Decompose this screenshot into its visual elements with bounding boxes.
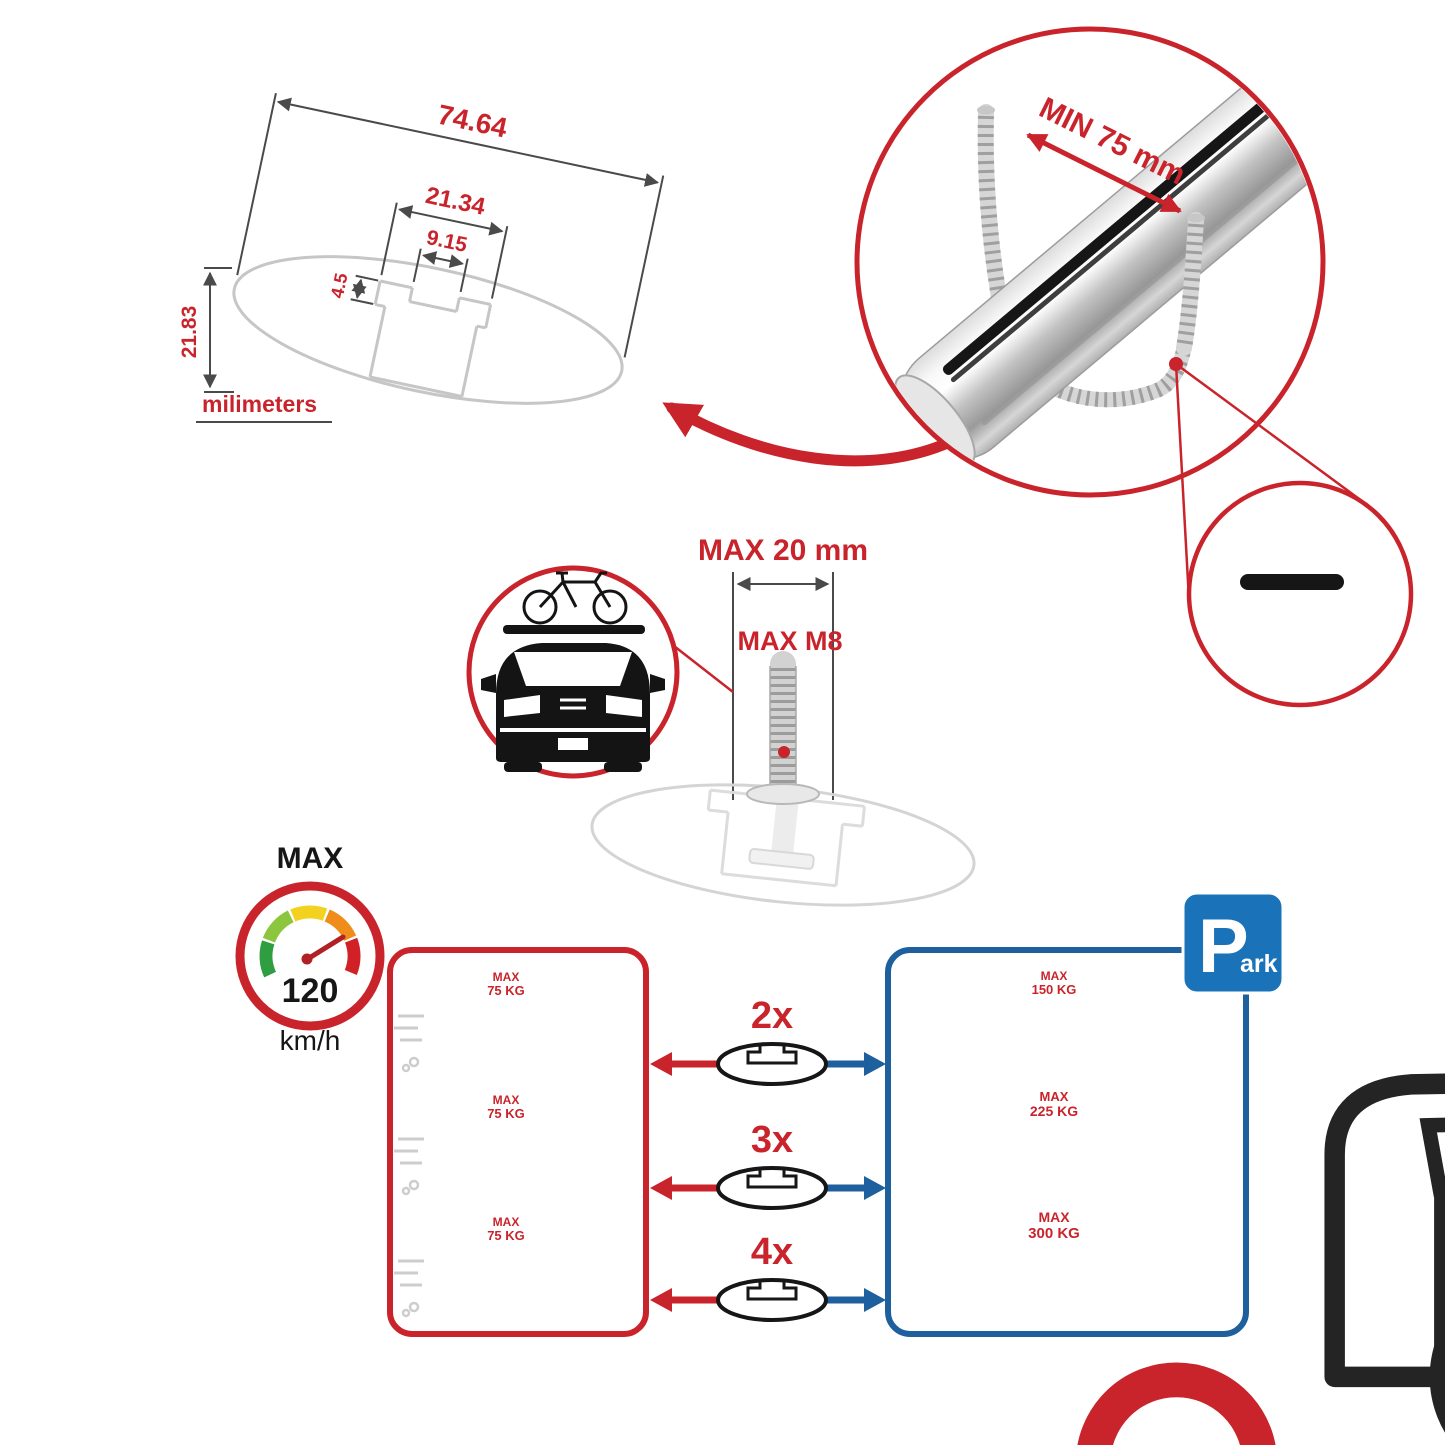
bolt-max-width-label: MAX 20 mm	[698, 534, 868, 567]
speed-value: 120	[282, 972, 339, 1010]
detail-circle-rim	[854, 26, 1326, 498]
min-clamp-arrow	[1026, 132, 1182, 214]
car-front-icon	[481, 625, 665, 772]
left-arrowhead	[650, 1288, 672, 1312]
car-with-cargo: MAX 225 KG	[1030, 1089, 1078, 1119]
bar-count-label: 3x	[751, 1119, 793, 1161]
left-arrowhead	[650, 1176, 672, 1200]
bar-count-row: 4x	[650, 1231, 886, 1322]
u-bolt-front	[1176, 212, 1205, 356]
right-arrowhead	[864, 1288, 886, 1312]
park-sign-suffix: ark	[1240, 950, 1278, 978]
bolt-dimension-diagram: MAX 20 mm MAX M8	[590, 534, 976, 907]
cargo-max-label: MAX	[493, 970, 520, 984]
cargo-bag-icon	[536, 1378, 1445, 1445]
cargo-max-label: MAX	[1040, 1089, 1069, 1104]
bicycle-icon	[522, 571, 628, 625]
car-with-cargo: MAX 300 KG	[1028, 1209, 1080, 1242]
roof-box-icon	[1240, 574, 1344, 590]
car-with-cargo: MAX 75 KG	[394, 1093, 525, 1196]
gauge-needle	[303, 934, 346, 963]
units-label: milimeters	[202, 391, 317, 417]
car-with-cargo: MAX 75 KG	[394, 970, 1445, 1445]
callout-lines	[1174, 362, 1367, 601]
crossbar-detail-circle: MIN 75 mm	[854, 26, 1326, 498]
profile-channel	[368, 279, 493, 398]
cargo-max-label: MAX	[1038, 1209, 1070, 1225]
driving-load-panel: MAX 75 KG MAX 75 KG MAX 75 KG	[387, 947, 1445, 1445]
bolt-width-extensions	[732, 572, 834, 800]
bar-count-label: 2x	[751, 995, 793, 1037]
speed-unit: km/h	[280, 1025, 341, 1056]
cargo-weight-label: 75 KG	[487, 1106, 525, 1121]
dim-slot-width-extensions	[412, 248, 469, 293]
zoom-arrow	[662, 402, 956, 467]
right-arrowhead	[864, 1052, 886, 1076]
dim-channel-width-extensions	[380, 202, 509, 299]
threaded-bolt-icon	[746, 651, 820, 805]
car-circle-leader	[673, 645, 734, 693]
right-arrowhead	[864, 1176, 886, 1200]
bolt-point-dot	[778, 746, 790, 758]
cargo-weight-label: 300 KG	[1028, 1225, 1080, 1242]
cargo-max-label: MAX	[1041, 969, 1068, 983]
left-arrowhead	[650, 1052, 672, 1076]
bolt-thread-label: MAX M8	[737, 626, 842, 656]
dim-slot-width-label: 9.15	[424, 226, 469, 257]
bar-count-row: 2x	[650, 995, 886, 1086]
car-with-cargo: MAX 150 KG	[1032, 969, 1445, 1445]
dim-slot-width-arrow	[422, 251, 464, 268]
cargo-weight-label: 75 KG	[487, 1228, 525, 1243]
gauge-needle-hub	[301, 953, 313, 965]
suv-roofbox-circle	[1186, 480, 1445, 1445]
bolt-lower-shank	[770, 799, 799, 858]
gauge-arcs	[259, 905, 361, 978]
dim-step-height-arrow	[351, 278, 367, 299]
park-sign: P ark	[1181, 891, 1285, 995]
speed-limit-badge: MAX 120 km/h	[235, 842, 385, 1056]
car-front-circle	[466, 565, 734, 779]
dim-total-width-arrow	[276, 97, 660, 187]
parked-load-panel: MAX 150 KG MAX 225 KG MAX 300 KG P ark	[885, 891, 1445, 1445]
dim-total-height-extensions	[204, 267, 234, 393]
speed-max-label: MAX	[277, 842, 344, 875]
dim-step-height-label: 4.5	[327, 271, 352, 300]
cargo-weight-label: 225 KG	[1030, 1103, 1078, 1119]
bar-count-rows: 2x 3x 4x	[650, 995, 886, 1322]
dim-channel-width-label: 21.34	[423, 182, 488, 221]
bar-count-row: 3x	[650, 1119, 886, 1210]
dim-step-height-extensions	[350, 274, 379, 306]
car-with-cargo: MAX 75 KG	[394, 1215, 525, 1318]
profile-ellipse	[232, 255, 624, 405]
cargo-weight-label: 75 KG	[487, 983, 525, 998]
bolt-t-foot	[748, 848, 815, 870]
profile-cross-section-diagram: 74.64 21.34 9.15 4.5 21.83 milimeters	[178, 92, 665, 423]
bar-count-label: 4x	[751, 1231, 793, 1273]
suv-side-icon	[1333, 1071, 1445, 1445]
dim-total-height-label: 21.83	[178, 306, 201, 359]
cargo-max-label: MAX	[493, 1093, 520, 1107]
bolt-profile	[590, 783, 976, 907]
cargo-max-label: MAX	[493, 1215, 520, 1229]
cargo-weight-label: 150 KG	[1032, 982, 1077, 997]
dim-channel-width-arrow	[398, 205, 504, 236]
park-sign-p: P	[1198, 904, 1249, 989]
dim-total-width-extensions	[236, 92, 665, 358]
